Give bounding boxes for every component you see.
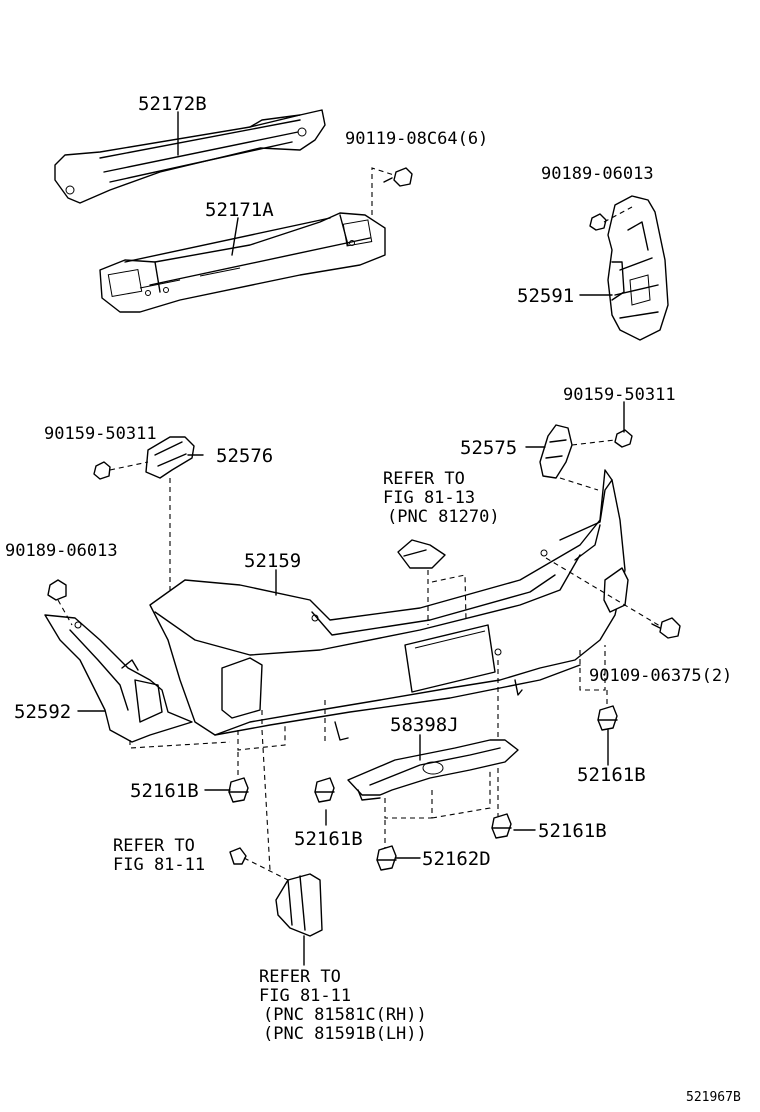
label-part-52159: 52159 [244, 550, 301, 572]
figure-id: 521967B [686, 1090, 741, 1105]
label-part-52161b-upper-right: 52161B [577, 764, 646, 786]
reference-note-81-13-line2: FIG 81-13 [383, 488, 475, 508]
label-part-90119: 90119-08C64(6) [345, 129, 488, 149]
label-part-52161b-left: 52161B [130, 780, 199, 802]
label-part-90159-left: 90159-50311 [44, 424, 157, 444]
reference-note-81-13-line1: REFER TO [383, 469, 465, 489]
reference-note-81-11-b-line4: (PNC 81591B(LH)) [263, 1024, 427, 1044]
reference-notes: REFER TO FIG 81-13 (PNC 81270) REFER TO … [113, 469, 500, 1044]
reference-note-81-13-line3: (PNC 81270) [387, 507, 500, 527]
part-52591-drawing [589, 195, 669, 341]
label-part-52576: 52576 [216, 445, 273, 467]
part-52576-drawing [93, 436, 195, 590]
part-52172b-drawing [54, 109, 326, 204]
part-52171a-drawing [99, 212, 386, 313]
part-52592-drawing [44, 579, 231, 749]
label-part-52591: 52591 [517, 285, 574, 307]
reference-note-81-11-b-line3: (PNC 81581C(RH)) [263, 1005, 427, 1025]
part-52159-drawing [149, 469, 661, 820]
label-part-52172b: 52172B [138, 93, 207, 115]
reference-note-81-11-a-line1: REFER TO [113, 836, 195, 856]
label-part-90189-upper: 90189-06013 [541, 164, 654, 184]
label-part-58398j: 58398J [390, 714, 459, 736]
reflector-drawing [229, 729, 323, 937]
label-part-52161b-center: 52161B [294, 828, 363, 850]
part-58398j-drawing [347, 739, 519, 848]
label-part-52162d: 52162D [422, 848, 491, 870]
part-labels: 52172B 90119-08C64(6) 52171A 90189-06013… [5, 93, 732, 870]
part-52575-drawing [539, 424, 633, 491]
bolt-90119-drawing [371, 167, 413, 215]
clip-drawings [228, 705, 618, 871]
reference-note-81-11-b-line2: FIG 81-11 [259, 986, 351, 1006]
label-part-90189-left: 90189-06013 [5, 541, 118, 561]
label-part-52171a: 52171A [205, 199, 274, 221]
label-part-90159-right: 90159-50311 [563, 385, 676, 405]
reference-note-81-11-a-line2: FIG 81-11 [113, 855, 205, 875]
bolt-90109-drawing [651, 617, 681, 639]
label-part-52592: 52592 [14, 701, 71, 723]
leader-lines [77, 111, 625, 966]
label-part-52575: 52575 [460, 437, 517, 459]
label-part-52161b-lower-right: 52161B [538, 820, 607, 842]
label-part-90109: 90109-06375(2) [589, 666, 732, 686]
reference-note-81-11-b-line1: REFER TO [259, 967, 341, 987]
